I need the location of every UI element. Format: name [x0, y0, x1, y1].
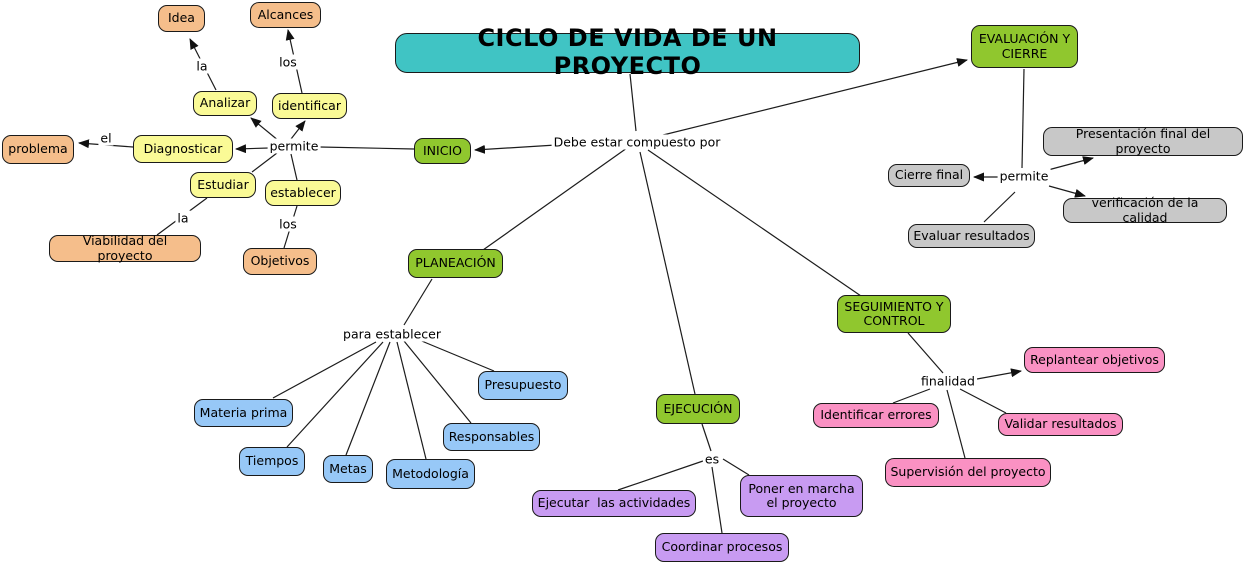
node-tiempos: Tiempos	[239, 447, 305, 476]
linking-phrase-permite-inicio: permite	[267, 138, 321, 154]
edge-para-materia	[272, 341, 377, 399]
node-presentacion-final: Presentación final del proyecto	[1043, 126, 1243, 156]
node-identificar: identificar	[272, 93, 347, 119]
node-estudiar: Estudiar	[190, 172, 256, 198]
edge-root-planeacion	[482, 147, 628, 251]
edge-finalidad-supervision	[946, 389, 966, 459]
edge-permite-diagnosticar	[235, 144, 270, 154]
edge-para-presupuesto	[411, 336, 495, 372]
node-metodologia: Metodología	[386, 459, 475, 489]
node-poner-en-marcha: Poner en marcha el proyecto	[740, 475, 863, 517]
node-problema: problema	[2, 135, 74, 164]
node-evaluacion-cierre: EVALUACIÓN Y CIERRE	[971, 25, 1078, 68]
edge-ejecucion-es	[701, 423, 712, 452]
edge-permite-verificacion	[1048, 185, 1086, 198]
edge-finalidad-replantear	[976, 368, 1022, 380]
edge-para-metodologia	[396, 341, 427, 460]
edge-label-la-viabilidad: la	[175, 210, 191, 226]
edge-root-inicio	[474, 144, 557, 154]
edge-evaluar-permite	[983, 191, 1016, 223]
node-objetivos: Objetivos	[243, 248, 317, 275]
node-cierre-final: Cierre final	[888, 164, 970, 187]
edge-seguimiento-finalidad	[907, 332, 944, 374]
edge-permite-identificar	[290, 120, 306, 140]
node-replantear-objetivos: Replantear objetivos	[1024, 347, 1165, 373]
node-ejecucion: EJECUCIÓN	[656, 394, 740, 424]
edge-para-metas	[345, 341, 391, 456]
edge-para-responsables	[403, 340, 472, 424]
node-materia-prima: Materia prima	[194, 399, 293, 427]
node-coordinar-procesos: Coordinar procesos	[655, 533, 789, 562]
node-metas: Metas	[323, 455, 373, 483]
node-analizar: Analizar	[193, 91, 257, 116]
node-supervision-proyecto: Supervisión del proyecto	[885, 458, 1051, 487]
linking-phrase-para-establecer: para establecer	[341, 326, 443, 342]
edge-evaluacion-permite	[1021, 68, 1025, 169]
linking-phrase-permite-cierre: permite	[997, 168, 1051, 184]
edge-title-root	[629, 73, 637, 132]
edge-label-los-alcances: los	[277, 54, 299, 70]
node-idea: Idea	[158, 5, 205, 32]
node-establecer: establecer	[265, 180, 341, 206]
node-alcances: Alcances	[250, 2, 321, 28]
edge-permite-estudiar	[251, 152, 278, 173]
edge-root-seguimiento	[647, 149, 862, 297]
edge-es-ejecutar	[617, 460, 704, 491]
node-inicio: INICIO	[414, 138, 471, 164]
edge-para-tiempos	[286, 341, 384, 448]
edge-label-los-objetivos: los	[277, 216, 299, 232]
node-diagnosticar: Diagnosticar	[133, 135, 233, 163]
edge-root-ejecucion	[639, 151, 696, 395]
edge-permite-establecer	[290, 153, 298, 181]
edge-label-la-idea: la	[194, 58, 210, 74]
node-identificar-errores: Identificar errores	[813, 403, 939, 428]
linking-phrase-finalidad: finalidad	[919, 373, 977, 389]
edge-es-poner	[722, 458, 750, 476]
edge-label-el-problema: el	[98, 130, 114, 146]
node-planeacion: PLANEACIÓN	[408, 249, 503, 278]
edge-finalidad-identificar-errores	[892, 388, 931, 404]
linking-phrase-es: es	[702, 451, 722, 467]
node-viabilidad: Viabilidad del proyecto	[49, 233, 201, 262]
edge-es-coordinar	[711, 466, 723, 534]
map-title: CICLO DE VIDA DE UN PROYECTO	[395, 25, 860, 80]
edge-permite-inicio	[319, 146, 415, 150]
linking-phrase-root: Debe estar compuesto por	[551, 134, 723, 150]
edge-finalidad-validar	[959, 388, 1007, 414]
node-ejecutar-actividades: Ejecutar las actividades	[532, 490, 696, 517]
edge-planeacion-para	[403, 278, 433, 326]
node-responsables: Responsables	[443, 423, 540, 451]
node-evaluar-resultados: Evaluar resultados	[908, 224, 1035, 248]
node-seguimiento-control: SEGUIMIENTO Y CONTROL	[837, 295, 951, 333]
node-verificacion-calidad: verificación de la calidad	[1063, 195, 1227, 224]
node-presupuesto: Presupuesto	[478, 371, 568, 400]
node-validar-resultados: Validar resultados	[998, 413, 1123, 436]
edge-permite-presentacion	[1047, 156, 1094, 171]
